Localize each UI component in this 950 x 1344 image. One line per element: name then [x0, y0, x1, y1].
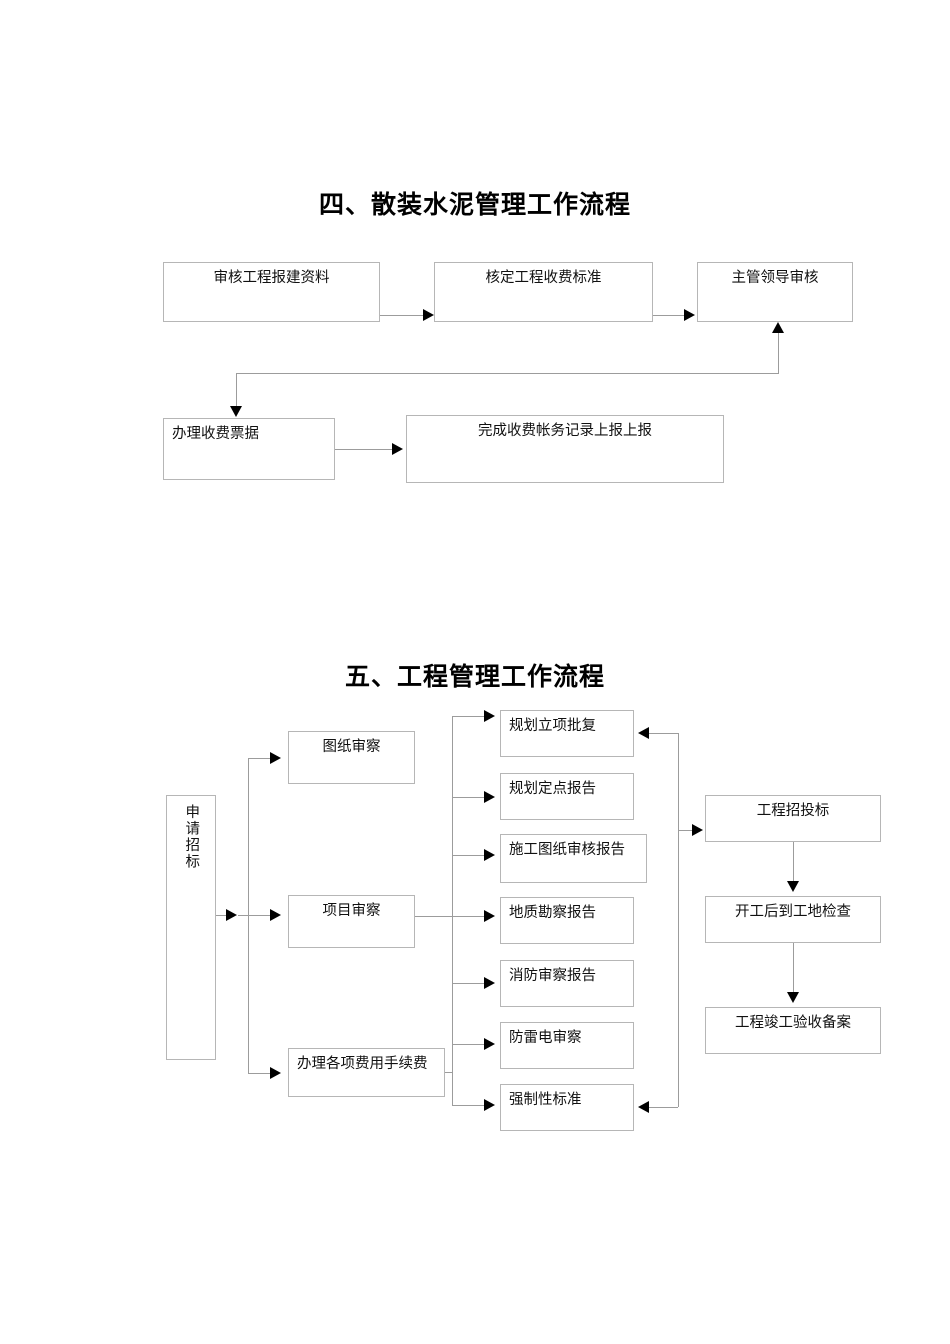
connector-bus-line: [452, 716, 453, 1105]
connector-line: [248, 758, 271, 759]
flow-box-label: 消防审察报告: [509, 968, 596, 984]
flow-box-construction-drawing-report[interactable]: 施工图纸审核报告: [500, 834, 647, 883]
connector-line: [452, 855, 486, 856]
flow-box-geological-survey-report[interactable]: 地质勘察报告: [500, 897, 634, 944]
arrow-right-icon: [484, 849, 495, 861]
flow-box-label: 规划定点报告: [509, 781, 596, 797]
connector-line: [236, 373, 779, 374]
flow-box-review-construction-application[interactable]: 审核工程报建资料: [163, 262, 380, 322]
flow-box-label: 规划立项批复: [509, 718, 596, 734]
arrow-down-icon: [230, 406, 242, 417]
flow-box-mandatory-standard[interactable]: 强制性标准: [500, 1084, 634, 1131]
arrow-right-icon: [484, 1099, 495, 1111]
flow-box-label: 工程招投标: [756, 803, 830, 819]
connector-line: [335, 449, 393, 450]
flow-box-supervisor-review[interactable]: 主管领导审核: [697, 262, 853, 322]
connector-line: [649, 1107, 678, 1108]
arrow-right-icon: [692, 824, 703, 836]
flow-box-label: 图纸审察: [322, 739, 381, 755]
connector-line: [793, 842, 794, 882]
flow-box-verify-fee-standard[interactable]: 核定工程收费标准: [434, 262, 653, 322]
arrow-right-icon: [226, 909, 237, 921]
connector-line: [248, 915, 271, 916]
arrow-right-icon: [270, 909, 281, 921]
connector-line: [778, 333, 779, 373]
flow-box-label: 审核工程报建资料: [213, 270, 330, 286]
arrow-right-icon: [423, 309, 434, 321]
connector-line: [678, 830, 693, 831]
connector-line: [452, 1105, 486, 1106]
connector-line: [415, 916, 452, 917]
arrow-right-icon: [392, 443, 403, 455]
connector-line: [452, 1044, 486, 1045]
connector-line: [653, 315, 685, 316]
arrow-right-icon: [684, 309, 695, 321]
flow-box-label: 项目审察: [322, 903, 381, 919]
connector-line: [452, 916, 486, 917]
flow-box-process-fees[interactable]: 办理各项费用手续费: [288, 1048, 445, 1097]
flow-box-label: 防雷电审察: [509, 1030, 582, 1046]
flow-box-process-fee-receipt[interactable]: 办理收费票据: [163, 418, 335, 480]
flow-box-project-review[interactable]: 项目审察: [288, 895, 415, 948]
flow-box-label: 强制性标准: [509, 1092, 582, 1108]
connector-line: [445, 1072, 452, 1073]
flow-box-fire-review-report[interactable]: 消防审察报告: [500, 960, 634, 1007]
flow-box-label: 完成收费帐务记录上报上报: [478, 423, 652, 439]
flow-box-apply-for-bidding[interactable]: 申请招标: [166, 795, 216, 1060]
flow-box-completion-acceptance[interactable]: 工程竣工验收备案: [705, 1007, 881, 1054]
connector-line: [236, 373, 237, 408]
section-1-title: 四、散装水泥管理工作流程: [318, 191, 631, 219]
flow-box-project-bidding[interactable]: 工程招投标: [705, 795, 881, 842]
section-2-title: 五、工程管理工作流程: [344, 663, 605, 691]
connector-line: [793, 943, 794, 993]
connector-line: [380, 315, 425, 316]
connector-line: [452, 797, 486, 798]
flow-box-drawing-review[interactable]: 图纸审察: [288, 731, 415, 784]
arrow-right-icon: [484, 1038, 495, 1050]
arrow-right-icon: [484, 977, 495, 989]
connector-line: [238, 915, 248, 916]
flow-box-planning-site-report[interactable]: 规划定点报告: [500, 773, 634, 820]
flow-box-label: 施工图纸审核报告: [509, 842, 625, 858]
connector-line: [452, 983, 486, 984]
connector-line: [452, 716, 486, 717]
connector-line: [216, 915, 227, 916]
arrow-right-icon: [484, 710, 495, 722]
connector-bus-line: [678, 733, 679, 1107]
arrow-right-icon: [484, 910, 495, 922]
flow-box-label: 申请招标: [183, 804, 200, 870]
connector-line: [649, 733, 678, 734]
arrow-right-icon: [270, 1067, 281, 1079]
flow-box-lightning-review[interactable]: 防雷电审察: [500, 1022, 634, 1069]
arrow-right-icon: [484, 791, 495, 803]
arrow-up-icon: [772, 322, 784, 333]
flow-box-label: 核定工程收费标准: [485, 270, 602, 286]
arrow-left-icon: [638, 1101, 649, 1113]
arrow-right-icon: [270, 752, 281, 764]
flow-box-label: 办理收费票据: [172, 426, 259, 442]
arrow-down-icon: [787, 881, 799, 892]
flow-box-label: 工程竣工验收备案: [735, 1015, 851, 1031]
flow-box-planning-approval[interactable]: 规划立项批复: [500, 710, 634, 757]
flow-box-label: 主管领导审核: [731, 270, 819, 286]
arrow-down-icon: [787, 992, 799, 1003]
flow-box-label: 开工后到工地检查: [735, 904, 851, 920]
flow-box-site-inspection[interactable]: 开工后到工地检查: [705, 896, 881, 943]
flow-box-label: 办理各项费用手续费: [297, 1056, 428, 1072]
flow-box-label: 地质勘察报告: [509, 905, 596, 921]
flow-box-complete-account-record[interactable]: 完成收费帐务记录上报上报: [406, 415, 724, 483]
arrow-left-icon: [638, 727, 649, 739]
connector-line: [248, 1073, 271, 1074]
